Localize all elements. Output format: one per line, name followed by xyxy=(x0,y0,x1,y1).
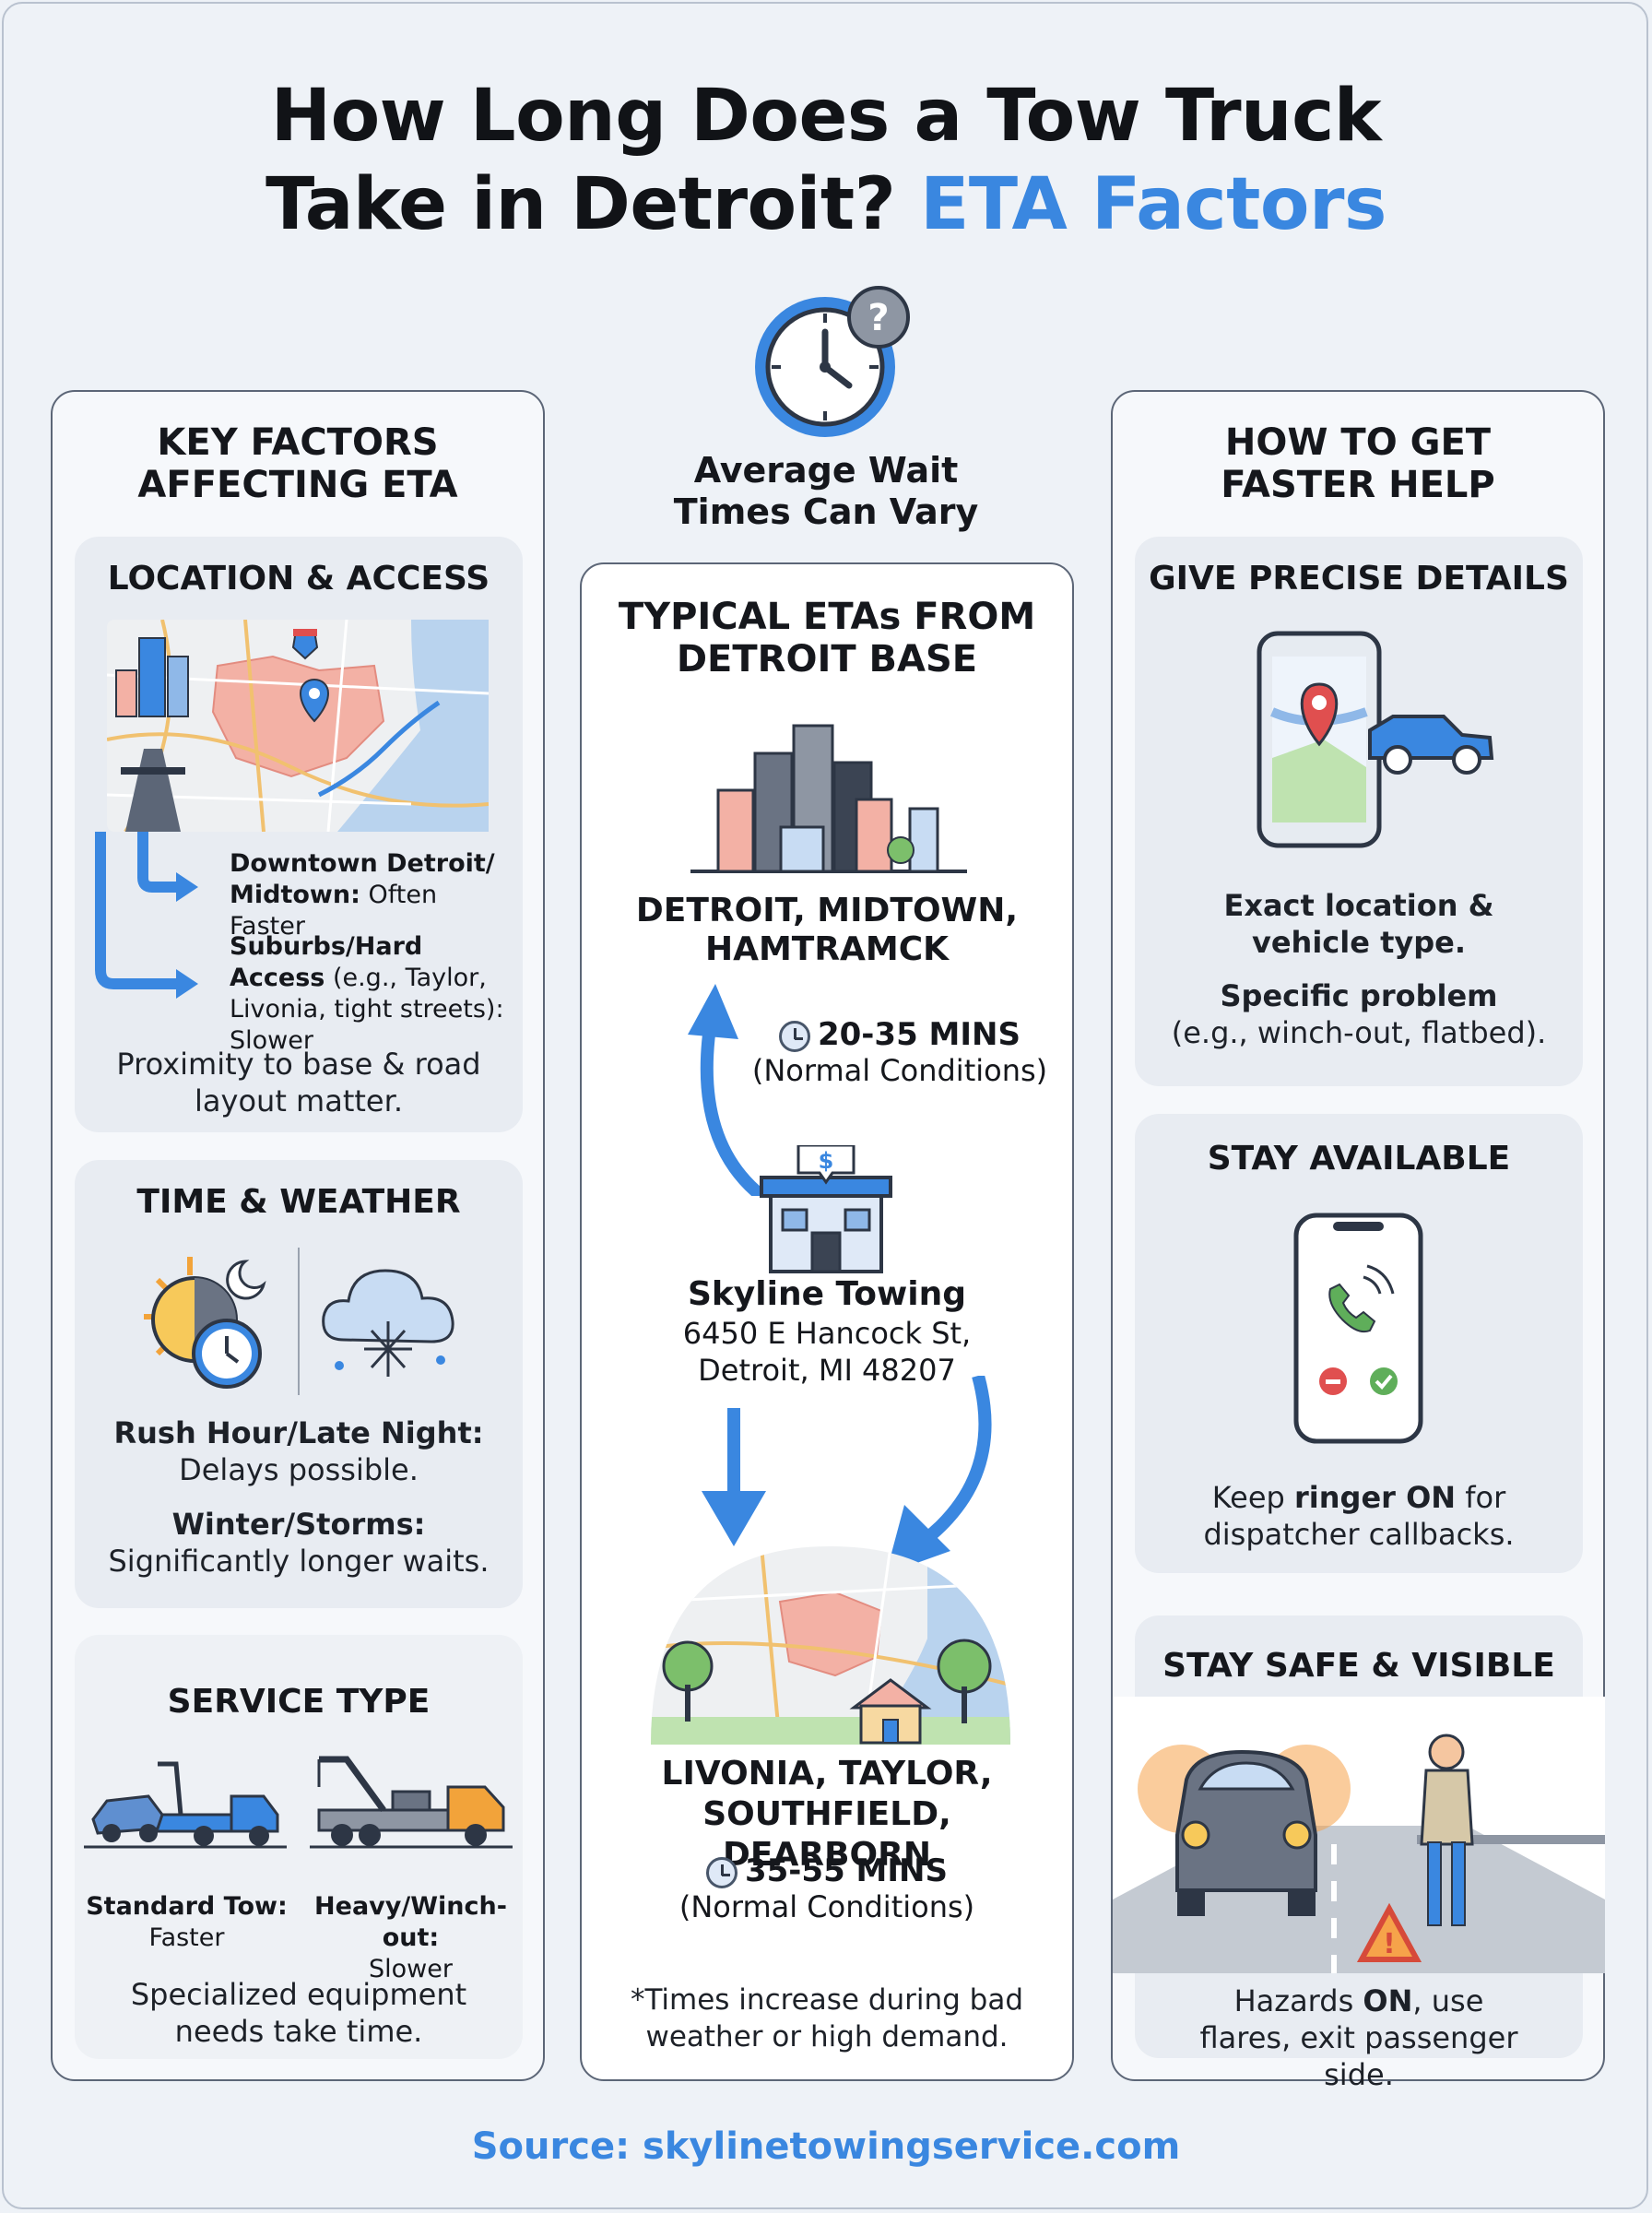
location-note: Proximity to base & road layout matter. xyxy=(116,1047,481,1118)
phone-location-icon xyxy=(1257,631,1494,848)
base-addr1: 6450 E Hancock St, xyxy=(682,1316,972,1351)
svg-text:?: ? xyxy=(867,297,889,339)
base-name: Skyline Towing xyxy=(687,1275,967,1313)
stay-safe-text: Hazards ON, use flares, exit passenger s… xyxy=(1135,1982,1583,2093)
stay-available-pre: Keep xyxy=(1211,1480,1285,1515)
zone1-cond: (Normal Conditions) xyxy=(751,1053,1048,1088)
svg-text:!: ! xyxy=(1383,1928,1396,1960)
suburbs-map-icon xyxy=(651,1546,1010,1745)
stay-available-title: STAY AVAILABLE xyxy=(1207,1140,1511,1178)
location-access-title: LOCATION & ACCESS xyxy=(107,560,490,598)
winter-label: Winter/Storms: Significantly longer wait… xyxy=(75,1506,523,1580)
phone-call-icon xyxy=(1293,1213,1423,1444)
eta-footnote: *Times increase during bad weather or hi… xyxy=(630,1983,1024,2053)
heavy-tow-truck-icon xyxy=(310,1756,513,1849)
key-factors-column: KEY FACTORS AFFECTING ETA LOCATION & ACC… xyxy=(51,390,545,2081)
precise-line2-bold: Specific problem xyxy=(1220,978,1498,1013)
base-addr2: Detroit, MI 48207 xyxy=(698,1353,956,1388)
title-line-1: How Long Does a Tow Truck xyxy=(270,75,1382,158)
rush-hour-rest: Delays possible. xyxy=(179,1452,419,1487)
zone2-name: LIVONIA, TAYLOR, SOUTHFIELD, DEARBORN xyxy=(661,1755,993,1874)
stay-available-bold: ringer ON xyxy=(1294,1480,1457,1515)
location-item-downtown: Downtown Detroit/ Midtown: Often Faster xyxy=(230,848,506,942)
source-link[interactable]: Source: skylinetowingservice.com xyxy=(471,2125,1181,2168)
zone2-eta: 35-55 MINS (Normal Conditions) xyxy=(582,1852,1072,1924)
title-line-2-prefix: Take in Detroit? xyxy=(266,163,896,246)
base-address: Skyline Towing 6450 E Hancock St, Detroi… xyxy=(582,1274,1072,1389)
stay-safe-card: STAY SAFE & VISIBLE ! Hazards ON, use fl… xyxy=(1113,1615,1605,2092)
sun-moon-clock-icon xyxy=(144,1257,266,1389)
precise-line2: Specific problem (e.g., winch-out, flatb… xyxy=(1135,977,1583,1051)
standard-tow-rest: Faster xyxy=(148,1923,225,1952)
downtown-label: Downtown Detroit/ Midtown: xyxy=(230,849,495,909)
heavy-tow-bold: Heavy/Winch-out: xyxy=(314,1892,507,1952)
zone1-time-row: 20-35 MINS xyxy=(748,1016,1052,1053)
winter-rest: Significantly longer waits. xyxy=(108,1544,490,1579)
time-weather-card: TIME & WEATHER Rush Hour/Late Night: xyxy=(75,1160,523,1608)
standard-tow-label: Standard Tow: Faster xyxy=(75,1891,299,1954)
precise-details-title: GIVE PRECISE DETAILS xyxy=(1149,560,1569,598)
svg-text:$: $ xyxy=(819,1148,834,1174)
zone2-time-row: 35-55 MINS xyxy=(582,1852,1072,1889)
zone1-name: DETROIT, MIDTOWN, HAMTRAMCK xyxy=(635,892,1019,968)
standard-tow-bold: Standard Tow: xyxy=(86,1892,288,1921)
suburbs-value: (e.g., Taylor, Livonia, tight streets): … xyxy=(230,964,504,1055)
page-title: How Long Does a Tow Truck Take in Detroi… xyxy=(0,72,1652,249)
faster-help-heading: HOW TO GET FASTER HELP xyxy=(1221,421,1495,506)
standard-tow-truck-icon xyxy=(84,1761,287,1849)
stay-safe-title: STAY SAFE & VISIBLE xyxy=(1162,1647,1555,1685)
zone1-time: 20-35 MINS xyxy=(817,1016,1021,1053)
typical-etas-heading: TYPICAL ETAs FROM DETROIT BASE xyxy=(618,596,1036,680)
zone1-eta: 20-35 MINS (Normal Conditions) xyxy=(748,1016,1052,1088)
stay-available-post: for dispatcher callbacks. xyxy=(1203,1480,1515,1552)
precise-details-card: GIVE PRECISE DETAILS Exact location & ve… xyxy=(1135,537,1583,1086)
tow-office-icon: $ xyxy=(760,1145,892,1273)
key-factors-heading: KEY FACTORS AFFECTING ETA xyxy=(137,421,458,506)
title-line-2: Take in Detroit? ETA Factors xyxy=(0,160,1652,249)
hazard-roadside-icon: ! xyxy=(1113,1697,1605,1973)
zone2-time: 35-55 MINS xyxy=(744,1852,948,1889)
arrow-down-icon xyxy=(702,1408,766,1546)
heavy-tow-label: Heavy/Winch-out: Slower xyxy=(299,1891,523,1985)
center-intro: Average Wait Times Can Vary xyxy=(673,450,979,532)
precise-line1: Exact location & vehicle type. xyxy=(1223,888,1494,960)
divider xyxy=(298,1248,300,1395)
heavy-tow-rest: Slower xyxy=(369,1955,453,1983)
winter-bold: Winter/Storms: xyxy=(171,1507,426,1542)
stay-safe-bold: ON xyxy=(1363,1983,1413,2018)
clock-icon xyxy=(705,1856,738,1888)
typical-etas-column: TYPICAL ETAs FROM DETROIT BASE DETROIT, … xyxy=(580,562,1074,2081)
clock-question-icon: ? xyxy=(755,286,910,437)
location-arrows-icon xyxy=(95,832,198,999)
time-weather-title: TIME & WEATHER xyxy=(136,1183,461,1221)
city-skyline-icon xyxy=(690,724,967,873)
service-type-card: SERVICE TYPE Standard Tow: Faster Heavy/… xyxy=(75,1635,523,2059)
location-access-card: LOCATION & ACCESS xyxy=(75,537,523,1132)
stay-safe-pre: Hazards xyxy=(1233,1983,1354,2018)
faster-help-column: HOW TO GET FASTER HELP GIVE PRECISE DETA… xyxy=(1111,390,1605,2092)
precise-line2-rest: (e.g., winch-out, flatbed). xyxy=(1171,1015,1547,1050)
downtown-value: Often Faster xyxy=(230,881,438,941)
snow-cloud-icon xyxy=(322,1269,454,1377)
location-item-suburbs: Suburbs/Hard Access (e.g., Taylor, Livon… xyxy=(230,931,506,1057)
stay-available-text: Keep ringer ON for dispatcher callbacks. xyxy=(1135,1479,1583,1553)
rush-hour-label: Rush Hour/Late Night: Delays possible. xyxy=(75,1414,523,1488)
stay-available-card: STAY AVAILABLE Keep ringer ON for dispat… xyxy=(1135,1114,1583,1573)
service-note: Specialized equipment needs take time. xyxy=(130,1977,467,2049)
clock-icon xyxy=(778,1020,810,1052)
zone2-cond: (Normal Conditions) xyxy=(678,1889,975,1924)
suburbs-label: Suburbs/Hard Access xyxy=(230,932,423,992)
curved-arrow-up-icon xyxy=(688,984,766,1196)
title-line-2-accent: ETA Factors xyxy=(920,163,1386,246)
rush-hour-bold: Rush Hour/Late Night: xyxy=(113,1415,484,1450)
detroit-map-icon xyxy=(107,620,489,832)
stay-safe-post: , use flares, exit passenger side. xyxy=(1199,1983,1518,2092)
service-type-title: SERVICE TYPE xyxy=(167,1683,431,1721)
